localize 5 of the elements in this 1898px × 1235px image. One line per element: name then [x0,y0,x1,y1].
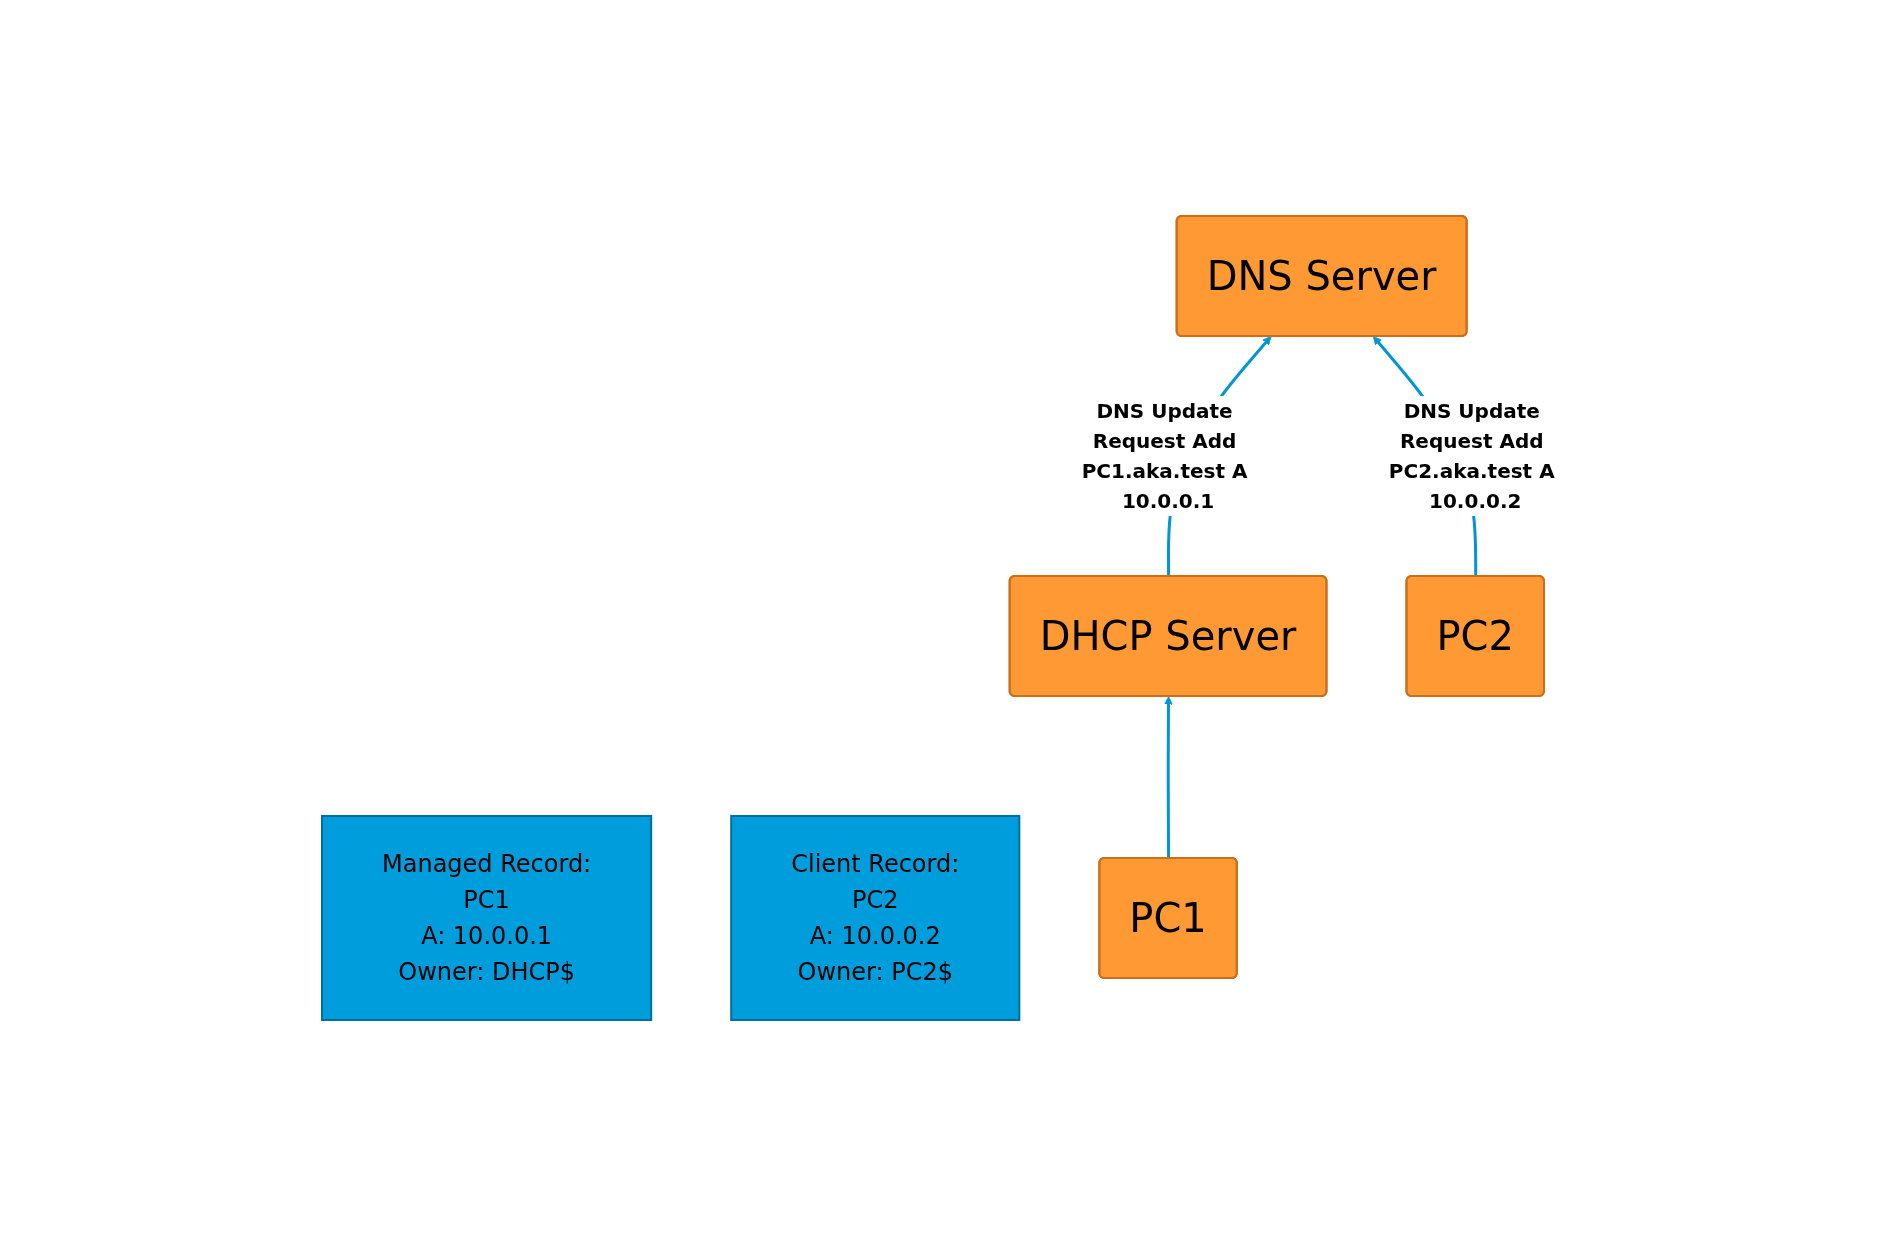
edge-label: DNS Update Request Add PC2.aka.test A 10.0.0.2 [1389,398,1556,513]
node-box: Client Record: PC2 A: 10.0.0.2 Owner: PC2$ [730,814,1021,1021]
node-box: Managed Record: PC1 A: 10.0.0.1 Owner: DHCP$ [321,814,653,1021]
arrow [1164,695,1174,858]
edge-label: DNS Update Request Add PC1.aka.test A 10.0.0.1 [1082,398,1248,513]
